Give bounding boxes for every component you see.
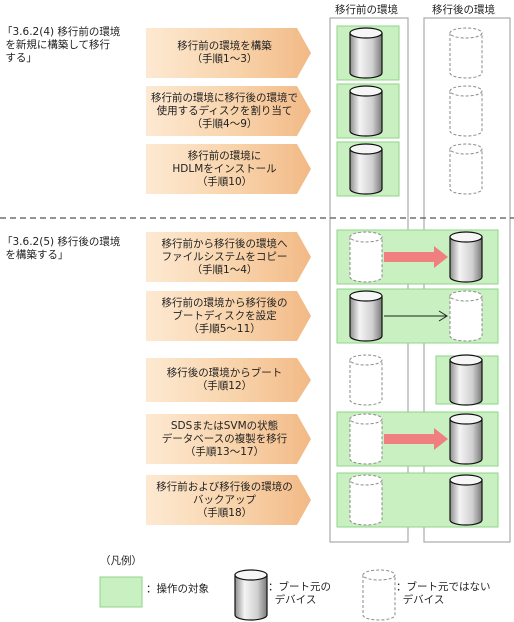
legend-boot-disk-icon	[234, 569, 268, 621]
step-arrow-2	[146, 86, 311, 136]
legend-title: （凡例）	[100, 555, 142, 567]
step-arrow-6	[146, 358, 311, 402]
nonboot-disk-icon-after-3	[449, 143, 483, 195]
step-label-5: 移行前の環境から移行後の ブートディスクを設定 （手順5～11）	[161, 296, 288, 335]
boot-disk-icon-before-2	[349, 85, 383, 137]
copy-arrow-icon-7	[384, 428, 448, 450]
boot-disk-icon-before-3	[349, 143, 383, 195]
step-label-4: 移行前から移行後の環境へ ファイルシステムをコピー （手順1～4）	[161, 237, 288, 276]
column-header-before: 移行前の環境	[335, 4, 398, 16]
copy-arrow-icon-4	[384, 246, 448, 268]
legend-nonboot-disk-icon	[362, 569, 396, 621]
legend-boot-label: ：ブート元の デバイス	[268, 581, 331, 606]
legend-target-swatch	[99, 576, 143, 608]
step-label-1: 移行前の環境を構築 （手順1～3）	[177, 40, 272, 65]
step-label-8: 移行前および移行後の環境の バックアップ （手順18）	[156, 480, 293, 519]
nonboot-disk-icon-before-4	[349, 231, 383, 283]
steps-layer	[146, 25, 499, 528]
nonboot-disk-icon-before-7	[349, 413, 383, 465]
section-title-1: 「3.6.2(4) 移行前の環境 を新規に構築して移行 する」	[2, 26, 121, 64]
step-arrow-5	[146, 291, 311, 341]
legend-target-label: ：操作の対象	[146, 583, 209, 595]
step-arrow-3	[146, 144, 311, 194]
step-label-3: 移行前の環境に HDLMをインストール （手順10）	[172, 149, 277, 188]
step-arrow-4	[146, 232, 311, 282]
legend-nonboot-label: ：ブート元ではない デバイス	[396, 581, 491, 606]
step-label-6: 移行後の環境からブート （手順12）	[166, 367, 283, 392]
nonboot-disk-icon-after-5	[449, 290, 483, 342]
boot-disk-icon-before-5	[349, 290, 383, 342]
step-arrow-8	[146, 475, 311, 525]
config-arrow-icon-5	[384, 310, 448, 322]
step-label-7: SDSまたはSVMの状態 データベースの複製を移行 （手順13～17）	[161, 419, 288, 458]
legend-layer	[99, 569, 396, 621]
step-arrow-1	[146, 28, 311, 78]
nonboot-disk-icon-after-1	[449, 27, 483, 79]
step-arrow-7	[146, 414, 311, 464]
boot-disk-icon-after-7	[449, 413, 483, 465]
boot-disk-icon-after-8	[449, 474, 483, 526]
section-title-2: 「3.6.2(5) 移行後の環境 を構築する」	[2, 236, 121, 261]
boot-disk-icon-before-1	[349, 27, 383, 79]
column-header-after: 移行後の環境	[432, 4, 495, 16]
step-label-2: 移行前の環境に移行後の環境で 使用するディスクを割り当て （手順4～9）	[151, 91, 298, 130]
boot-disk-icon-after-4	[449, 231, 483, 283]
nonboot-disk-icon-before-8	[349, 474, 383, 526]
nonboot-disk-icon-after-2	[449, 85, 483, 137]
nonboot-disk-icon-before-6	[349, 354, 383, 406]
boot-disk-icon-after-6	[449, 354, 483, 406]
